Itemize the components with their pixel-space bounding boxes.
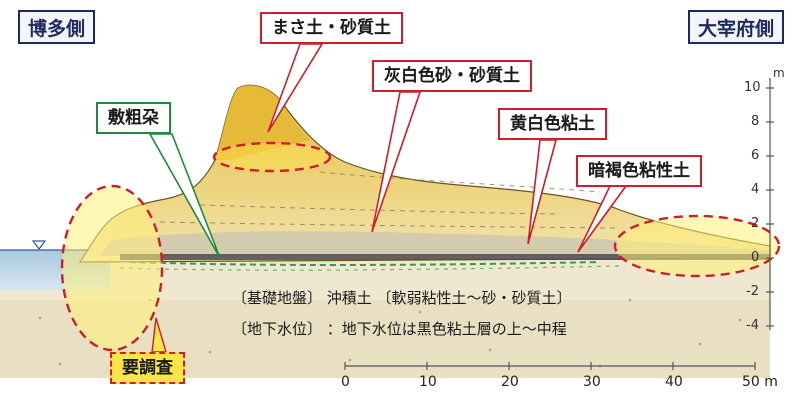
y-tick-label: 6 (751, 148, 760, 163)
y-tick-label: -2 (746, 284, 759, 299)
y-tick-label: 2 (751, 216, 760, 231)
pointer-masa (267, 43, 324, 133)
pointer-kaihaku (371, 91, 422, 233)
grey-layer (100, 231, 770, 256)
x-tick-label: 30 (583, 374, 601, 390)
note-groundwater: 〔地下水位〕 ：地下水位は黒色粘土層の上～中程 (232, 320, 567, 338)
y-tick-label: 10 (744, 80, 761, 95)
x-tick-label: 20 (501, 374, 519, 390)
investigation-area-left (60, 184, 164, 352)
callout-grey-white-sand: 灰白色砂・砂質土 (372, 60, 532, 92)
callout-brushwood: 敷粗朶 (96, 102, 171, 134)
header-dazaifu-side: 大宰府側 (688, 10, 785, 44)
y-axis-unit: m (773, 66, 785, 80)
x-tick-label: 10 (419, 374, 437, 390)
y-tick-label: 4 (751, 182, 760, 197)
investigation-area-right (613, 214, 781, 278)
pointer-shikisoda (148, 133, 221, 259)
x-tick-label: 50 m (742, 374, 778, 390)
y-tick-label: 8 (751, 114, 760, 129)
investigation-area-top (212, 141, 332, 173)
embankment-crest (215, 85, 310, 160)
callout-needs-investigation: 要調査 (110, 352, 185, 384)
water-level-marker (31, 240, 47, 250)
y-tick-label: 0 (751, 250, 760, 265)
x-tick-label: 40 (665, 374, 683, 390)
callout-yellow-white-clay: 黄白色粘土 (498, 108, 607, 140)
header-hakata-side: 博多側 (18, 10, 96, 44)
y-tick-label: -4 (746, 318, 759, 333)
dark-clay-layer (120, 254, 770, 260)
brushwood-layer (129, 261, 601, 266)
foundation-dots (38, 294, 742, 368)
foundation-lower (0, 300, 770, 378)
callout-dark-brown-clay: 暗褐色粘性土 (576, 155, 702, 187)
callout-masa-soil: まさ土・砂質土 (260, 12, 403, 44)
pointer-ouhaku (527, 139, 558, 245)
note-foundation: 〔基礎地盤〕 沖積土 〔軟弱粘性土～砂・砂質土〕 (232, 289, 572, 307)
x-tick-label: 0 (341, 374, 350, 390)
